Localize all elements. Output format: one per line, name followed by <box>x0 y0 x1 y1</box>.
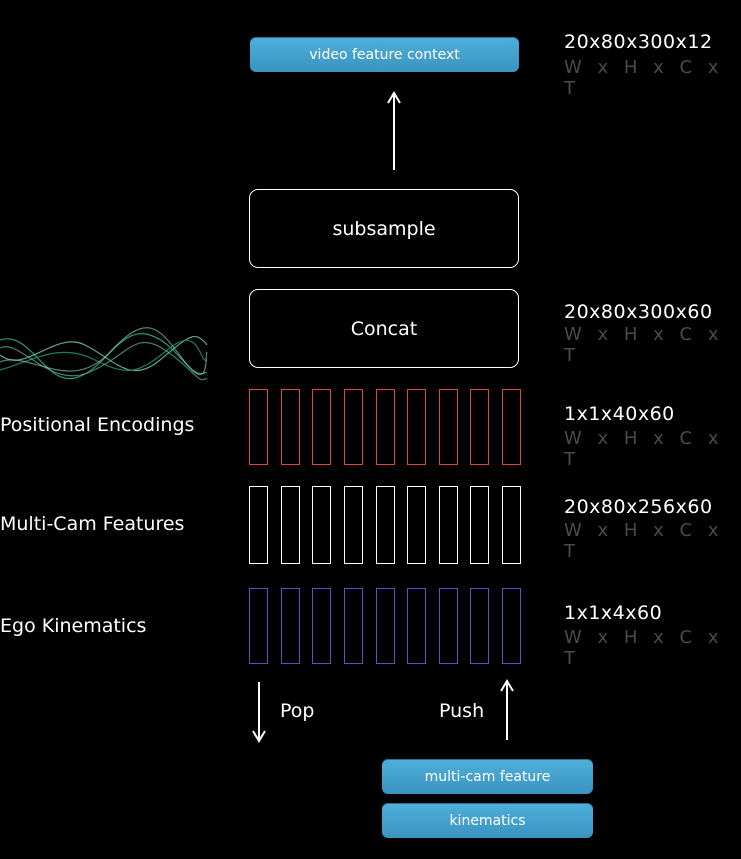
positional-encodings-label: Positional Encodings <box>0 414 195 436</box>
queue-cell <box>343 389 363 465</box>
positional-encodings-cells <box>249 389 521 465</box>
top-output-dims-axes: W x H x C x T <box>564 57 724 99</box>
queue-cell <box>375 588 395 664</box>
pop-arrow-head <box>252 730 266 743</box>
ego-kinematics-cells <box>249 588 521 664</box>
queue-cell <box>407 588 427 664</box>
video-feature-context-node: video feature context <box>250 37 519 72</box>
queue-cell <box>343 588 363 664</box>
queue-cell <box>502 588 521 664</box>
pop-label: Pop <box>280 700 315 722</box>
concat-node: Concat <box>249 289 519 368</box>
queue-cell <box>375 389 395 465</box>
queue-cell <box>249 486 268 564</box>
kinematics-input: kinematics <box>382 803 593 838</box>
queue-cell <box>312 486 332 564</box>
multi-cam-features-label: Multi-Cam Features <box>0 513 185 535</box>
positional-encoding-wave-icon <box>0 327 208 381</box>
queue-cell <box>438 389 458 465</box>
queue-cell <box>502 389 521 465</box>
queue-cell <box>407 389 427 465</box>
queue-cell <box>502 486 521 564</box>
multi-cam-features-cells <box>249 486 521 564</box>
queue-cell <box>438 588 458 664</box>
queue-cell <box>280 588 300 664</box>
ego-kinematics-label: Ego Kinematics <box>0 615 147 637</box>
queue-cell <box>407 486 427 564</box>
queue-cell <box>280 389 300 465</box>
queue-cell <box>470 486 490 564</box>
positional-encodings-dims-axes: W x H x C x T <box>564 428 724 470</box>
queue-cell <box>249 588 268 664</box>
ego-kinematics-dims: 1x1x4x60 <box>564 602 663 624</box>
arrow-subsample-to-output-head <box>387 91 401 104</box>
multi-cam-features-dims: 20x80x256x60 <box>564 496 713 518</box>
push-arrow-head <box>500 679 514 692</box>
subsample-node: subsample <box>249 189 519 268</box>
queue-cell <box>249 389 268 465</box>
queue-cell <box>312 389 332 465</box>
positional-encodings-dims: 1x1x40x60 <box>564 403 675 425</box>
queue-cell <box>375 486 395 564</box>
queue-cell <box>470 389 490 465</box>
queue-cell <box>280 486 300 564</box>
multi-cam-features-dims-axes: W x H x C x T <box>564 520 724 562</box>
top-output-dims: 20x80x300x12 <box>564 31 713 53</box>
queue-cell <box>438 486 458 564</box>
concat-dims: 20x80x300x60 <box>564 301 713 323</box>
queue-cell <box>343 486 363 564</box>
queue-cell <box>312 588 332 664</box>
concat-dims-axes: W x H x C x T <box>564 324 724 366</box>
queue-cell <box>470 588 490 664</box>
push-label: Push <box>439 700 485 722</box>
multi-cam-feature-input: multi-cam feature <box>382 759 593 794</box>
ego-kinematics-dims-axes: W x H x C x T <box>564 627 724 669</box>
